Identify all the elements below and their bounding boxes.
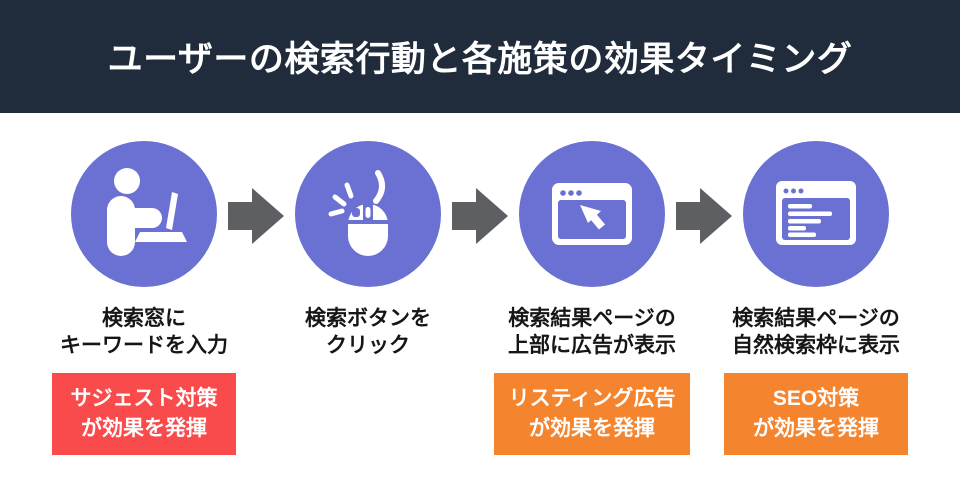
label-line: 自然検索枠に表示 xyxy=(732,334,900,357)
step-label: 検索窓に キーワードを入力 xyxy=(60,305,228,359)
step-circle xyxy=(295,141,441,287)
step-circle xyxy=(519,141,665,287)
arrow-right-icon xyxy=(228,188,284,244)
effect-box-listing-ads: リスティング広告 が効果を発揮 xyxy=(494,373,690,455)
arrow-right-icon xyxy=(452,188,508,244)
label-line: 検索結果ページの xyxy=(508,307,676,330)
arrow-right-icon xyxy=(676,188,732,244)
person-at-laptop-icon xyxy=(107,168,187,256)
effect-line: リスティング広告 xyxy=(508,387,676,410)
effect-box-seo: SEO対策 が効果を発揮 xyxy=(724,373,908,455)
title-banner: ユーザーの検索行動と各施策の効果タイミング xyxy=(0,0,960,113)
step-label: 検索結果ページの 上部に広告が表示 xyxy=(508,305,676,359)
flow-step-ads-shown: 検索結果ページの 上部に広告が表示 リスティング広告 が効果を発揮 xyxy=(480,141,732,455)
flow-diagram: 検索窓に キーワードを入力 サジェスト対策 が効果を発揮 xyxy=(0,113,960,455)
label-line: 検索結果ページの xyxy=(732,307,900,330)
step-circle xyxy=(71,141,217,287)
effect-line: が効果を発揮 xyxy=(81,417,207,440)
label-line: 検索窓に xyxy=(102,307,186,330)
effect-line: SEO対策 xyxy=(772,387,860,410)
effect-spacer xyxy=(276,373,460,455)
step-label: 検索ボタンを クリック xyxy=(305,305,431,359)
effect-box-suggest: サジェスト対策 が効果を発揮 xyxy=(52,373,236,455)
browser-ad-cursor-icon xyxy=(552,183,632,245)
effect-line: が効果を発揮 xyxy=(753,417,879,440)
browser-organic-results-icon xyxy=(776,181,856,245)
mouse-click-icon xyxy=(328,170,388,256)
label-line: 検索ボタンを xyxy=(305,307,431,330)
effect-line: サジェスト対策 xyxy=(70,387,218,410)
flow-step-input-keyword: 検索窓に キーワードを入力 サジェスト対策 が効果を発揮 xyxy=(32,141,284,455)
effect-line: が効果を発揮 xyxy=(529,417,655,440)
label-line: クリック xyxy=(326,334,410,357)
flow-step-click-search: 検索ボタンを クリック xyxy=(256,141,508,455)
flow-step-organic-shown: 検索結果ページの 自然検索枠に表示 SEO対策 が効果を発揮 xyxy=(704,141,928,455)
label-line: キーワードを入力 xyxy=(60,334,228,357)
page-title: ユーザーの検索行動と各施策の効果タイミング xyxy=(107,40,853,79)
label-line: 上部に広告が表示 xyxy=(508,334,676,357)
step-label: 検索結果ページの 自然検索枠に表示 xyxy=(732,305,900,359)
step-circle xyxy=(743,141,889,287)
